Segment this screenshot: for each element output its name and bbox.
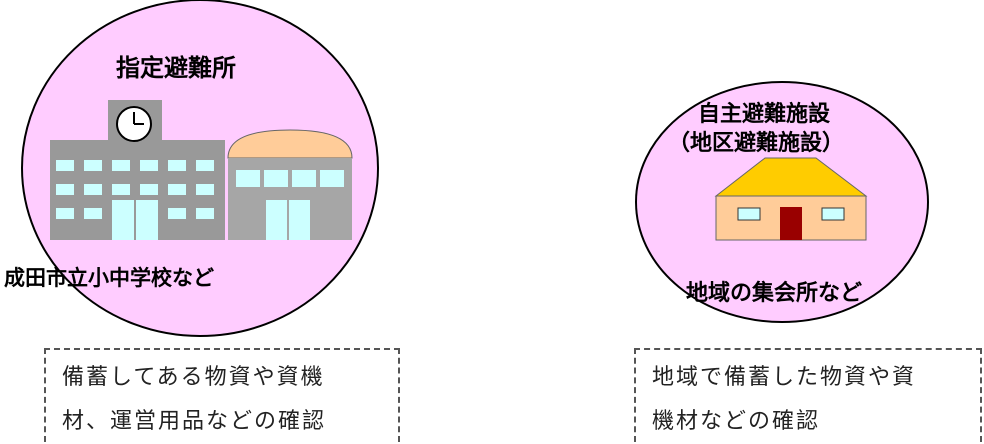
designated-shelter-caption: 成田市立小中学校など [4, 266, 214, 290]
designated-shelter-note: 備蓄してある物資や資機 材、運営用品などの確認 [44, 348, 400, 442]
voluntary-shelter-caption: 地域の集会所など [686, 281, 863, 306]
clock-icon [116, 106, 152, 142]
note-line: 機材などの確認 [652, 409, 821, 434]
voluntary-shelter-subtitle: （地区避難施設） [668, 131, 845, 156]
voluntary-shelter-title: 自主避難施設 [698, 102, 831, 127]
note-line: 地域で備蓄した物資や資 [652, 365, 917, 390]
voluntary-shelter-note: 地域で備蓄した物資や資 機材などの確認 [634, 348, 982, 442]
gymnasium-icon [227, 129, 353, 240]
house-icon [714, 157, 868, 241]
school-building-icon [50, 100, 225, 240]
note-line: 材、運営用品などの確認 [62, 409, 327, 434]
designated-shelter-title: 指定避難所 [116, 54, 236, 82]
note-line: 備蓄してある物資や資機 [62, 365, 325, 390]
